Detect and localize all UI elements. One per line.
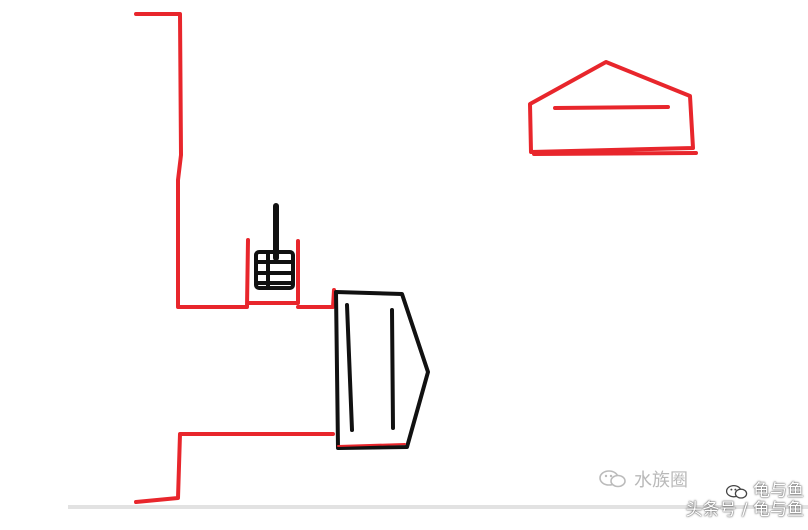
watermark-primary-text: 水族圈 xyxy=(634,470,688,491)
floating-unit xyxy=(528,60,698,156)
pump-body xyxy=(334,290,430,450)
wechat-bubble-icon xyxy=(599,470,626,488)
watermark-secondary-name: 龟与鱼 xyxy=(753,481,804,501)
left-wall-upper xyxy=(134,12,224,309)
wechat-bubble-icon xyxy=(725,484,748,499)
connector-fitting xyxy=(254,203,295,290)
bottom-divider xyxy=(68,505,808,509)
watermark-secondary: 龟与鱼 头条号 / 龟与鱼 xyxy=(656,482,804,520)
watermark-primary: 水族圈 xyxy=(598,465,688,493)
connector-bracket xyxy=(220,238,336,309)
left-wall-lower xyxy=(134,432,335,504)
watermark-secondary-source: 头条号 / 龟与鱼 xyxy=(685,500,804,520)
